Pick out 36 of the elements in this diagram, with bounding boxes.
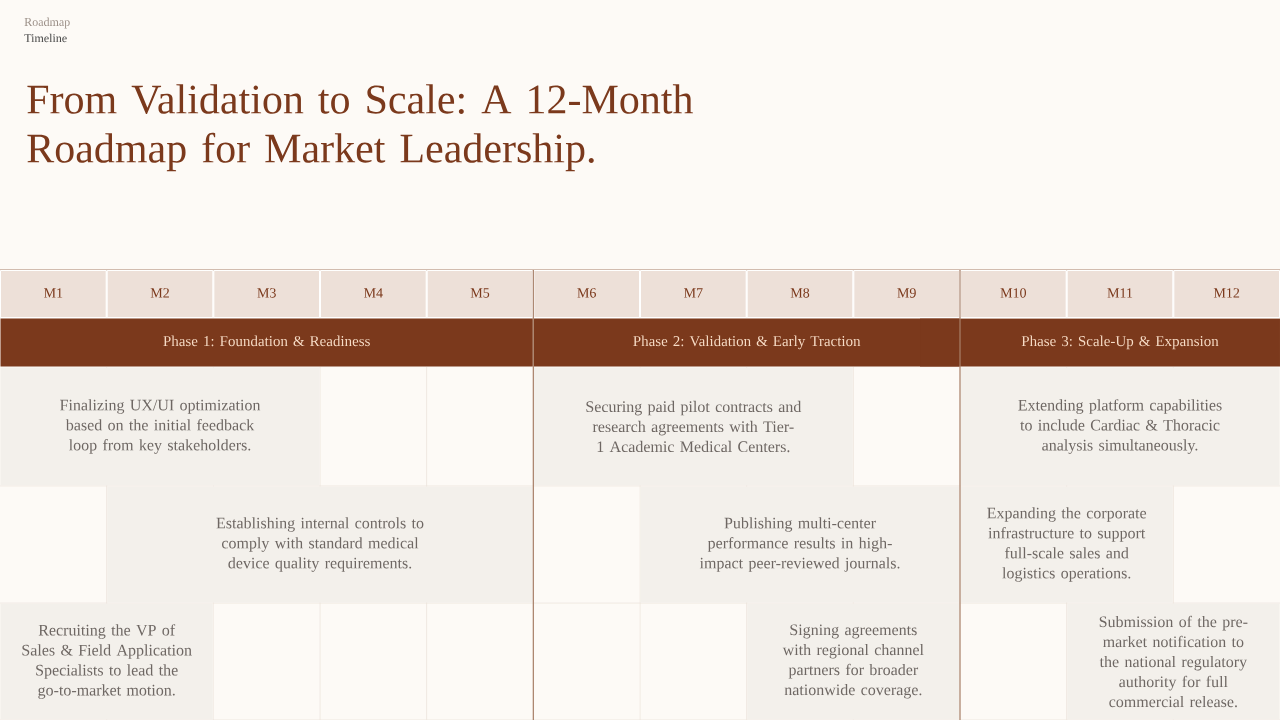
node-label: Finalizing UX/UI optimization based on the initial feedback loop from key stakeholders. (60, 399, 261, 454)
month-header-cell: M6 (533, 270, 640, 318)
month-header-cell: M3 (213, 270, 320, 318)
node-label: Securing paid pilot contracts and research agreements with Tier-1 Academic Medical Centers. (586, 400, 802, 453)
node-label: Establishing internal controls to comply with standard medical device quality requirements. (216, 517, 424, 572)
phase-bar: Phase 3: Scale-Up & Expansion (920, 318, 1280, 367)
task-bar: Finalizing UX/UI optimization based on the initial feedback loop from key stakeholders. (0, 367, 320, 486)
title: From Validation to Scale: A 12-Month Roadmap for Market Leadership. (27, 84, 693, 172)
task-bar: Signing agreements with regional channel partners for broader nationwide coverage. (747, 603, 960, 720)
eyebrow-label: Timeline (24, 33, 67, 43)
node-label: Phase 3: Scale-Up & Expansion (1021, 335, 1219, 350)
task-bar: Extending platform capabilities to include Cardiac & Thoracic analysis simultaneously. (960, 367, 1280, 486)
month-header-cell: M1 (0, 270, 107, 318)
month-header-cell: M5 (426, 270, 534, 318)
month-header-cell: M8 (746, 270, 854, 318)
month-header-cell: M12 (1173, 270, 1280, 318)
task-bar: Recruiting the VP of Sales & Field Application Specialists to lead the go-to-market motion. (0, 603, 213, 720)
node-label: Phase 1: Foundation & Readiness (163, 335, 370, 347)
phase-bar: Phase 2: Validation & Early Traction (533, 318, 960, 367)
node-label: Signing agreements with regional channel partners for broader nationwide coverage. (782, 624, 924, 699)
task-bar: Submission of the pre-market notification to the national regulatory authority for full commercial release. (1067, 603, 1280, 720)
month-header-cell: M2 (106, 270, 214, 318)
month-header-cell: M4 (320, 270, 427, 318)
node-label: Extending platform capabilities to include Cardiac & Thoracic analysis simultaneously. (1018, 399, 1222, 454)
month-header-cell: M9 (853, 270, 960, 318)
eyebrow-label: Roadmap (24, 17, 70, 29)
task-bar: Securing paid pilot contracts and research agreements with Tier-1 Academic Medical Centers. (533, 367, 853, 486)
node-label: Publishing multi-center performance results in high-impact peer-reviewed journals. (699, 517, 900, 572)
node-label: Phase 2: Validation & Early Traction (633, 335, 861, 350)
month-header-cell: M7 (640, 270, 747, 318)
month-header-cell: M10 (960, 270, 1067, 318)
node-label: Expanding the corporate infrastructure to support full-scale sales and logistics operations. (987, 507, 1147, 582)
task-bar: Publishing multi-center performance results in high-impact peer-reviewed journals. (640, 486, 960, 603)
month-header-cell: M11 (1066, 270, 1174, 318)
phase-bar: Phase 1: Foundation & Readiness (0, 318, 533, 367)
task-bar: Expanding the corporate infrastructure to support full-scale sales and logistics operations. (960, 486, 1173, 603)
